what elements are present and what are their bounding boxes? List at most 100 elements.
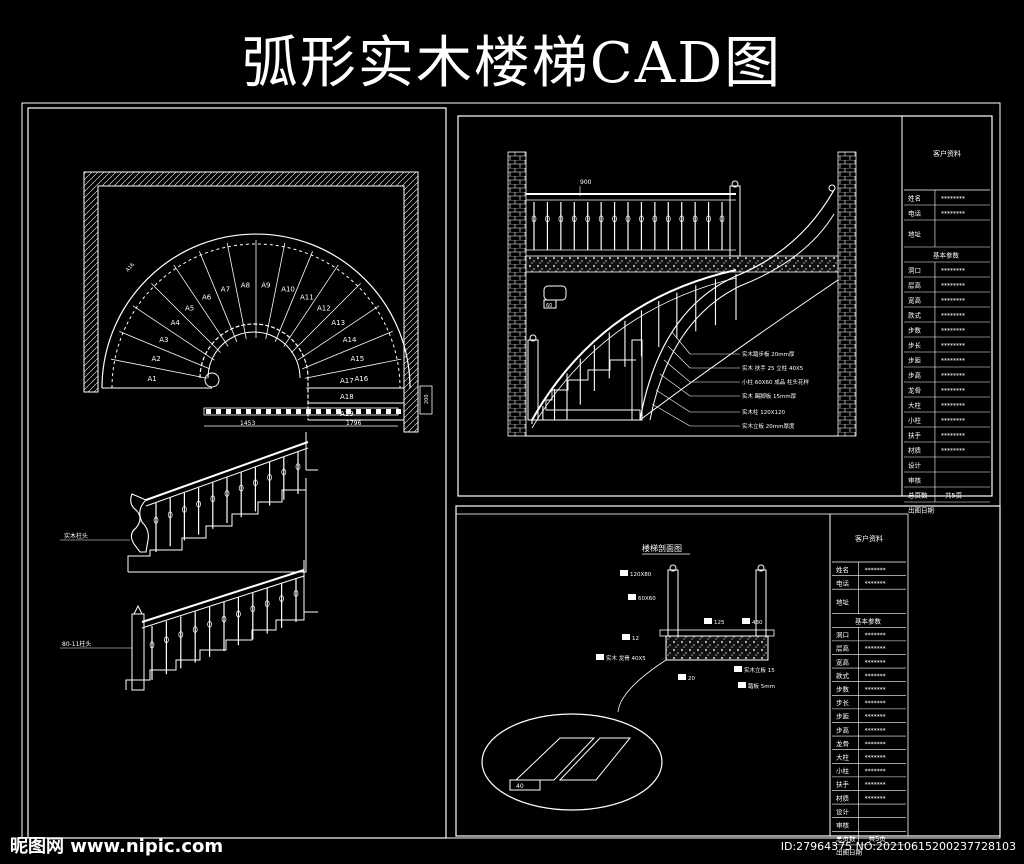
section-label: 120X80 — [630, 572, 652, 578]
param-label: 款式 — [836, 671, 850, 680]
param-label: 小柱 — [908, 416, 922, 425]
param-label: 宽高 — [836, 657, 850, 666]
client-field-label: 电话 — [836, 578, 850, 587]
step-label: A1 — [148, 375, 157, 383]
param-value: ******** — [941, 373, 965, 380]
param-label: 龙骨 — [836, 739, 849, 748]
step-label: A3 — [159, 336, 168, 344]
param-value: ******** — [941, 418, 965, 425]
railing-elevation-upper: 实木柱头 — [60, 432, 318, 573]
param-label: 步高 — [836, 725, 850, 734]
param-value: ******** — [941, 358, 965, 365]
step-label: A12 — [317, 305, 331, 313]
elev-dim-small: 60 — [546, 303, 552, 309]
param-value: ******* — [865, 700, 886, 707]
param-value: ******* — [865, 741, 886, 748]
param-value: ******** — [941, 268, 965, 275]
param-value: ******** — [941, 298, 965, 305]
date-label: 出图日期 — [836, 848, 863, 857]
param-value: ******* — [865, 782, 886, 789]
pages-label: 总页数 — [908, 491, 928, 500]
param-value: ******** — [941, 343, 965, 350]
elevation-note: 小柱 60X60 成品 柱头花样 — [742, 378, 810, 386]
param-value: ******* — [865, 754, 886, 761]
step-label: A7 — [221, 285, 230, 293]
param-label: 洞口 — [908, 266, 921, 275]
pages-value: 共5页 — [869, 834, 887, 843]
table-header: 客户资料 — [855, 534, 883, 543]
param-label: 大柱 — [836, 752, 850, 761]
plan-dim-left: 1453 — [240, 420, 255, 427]
step-label: A17 — [340, 377, 354, 385]
step-label: A4 — [171, 319, 181, 327]
arc-label: A16 — [125, 262, 136, 273]
step-label: A11 — [300, 293, 314, 301]
client-field-label: 地址 — [836, 597, 850, 606]
param-value: ******* — [865, 727, 886, 734]
param-label: 大柱 — [908, 401, 922, 410]
plan-dim-side: 200 — [424, 394, 430, 404]
section-label: 实木立板 15 — [744, 666, 775, 674]
client-field-label: 姓名 — [908, 194, 921, 203]
step-label: A6 — [202, 293, 212, 301]
client-field-label: 地址 — [908, 230, 922, 239]
date-label: 出图日期 — [908, 506, 935, 515]
params-header: 基本参数 — [855, 616, 882, 625]
param-value: ******* — [865, 686, 886, 693]
param-label: 材质 — [836, 793, 850, 802]
sign-field: 审核 — [908, 476, 922, 485]
pages-value: 共5页 — [945, 491, 963, 500]
step-label: A16 — [354, 375, 368, 383]
section-title: 楼梯剖面图 — [642, 543, 682, 553]
param-label: 款式 — [908, 311, 922, 320]
params-header: 基本参数 — [933, 251, 960, 260]
step-label: A13 — [331, 319, 345, 327]
client-field-value: ******* — [865, 567, 886, 574]
param-value: ******** — [941, 403, 965, 410]
param-value: ******* — [865, 768, 886, 775]
sign-field: 设计 — [836, 807, 850, 816]
section-detail-dim: 40 — [516, 783, 524, 790]
section-label: 125 — [714, 620, 725, 626]
param-value: ******** — [941, 283, 965, 290]
newel-label-1: 实木柱头 — [64, 532, 88, 540]
newel-label-2: 80-11柱头 — [62, 640, 91, 648]
section-label: 60X60 — [638, 596, 656, 602]
param-label: 步长 — [908, 341, 922, 350]
section-label: 430 — [752, 620, 763, 626]
watermark-right: ID:27964375 NO:20210615200237728103 — [780, 840, 1016, 853]
param-value: ******* — [865, 646, 886, 653]
sign-field: 审核 — [836, 820, 850, 829]
param-label: 宽高 — [908, 296, 922, 305]
param-label: 层高 — [836, 644, 850, 653]
step-label: A15 — [351, 355, 365, 363]
param-label: 小柱 — [836, 766, 850, 775]
plan-dim-right: 1796 — [346, 420, 361, 427]
step-label: A5 — [185, 305, 194, 313]
elev-dim-top: 900 — [580, 179, 592, 186]
param-value: ******** — [941, 448, 965, 455]
param-label: 扶手 — [908, 431, 922, 440]
client-field-label: 电话 — [908, 209, 922, 218]
param-label: 材质 — [908, 446, 922, 455]
elevation-note: 实木踏步板 20mm厚 — [742, 350, 795, 358]
client-field-value: ******** — [941, 196, 965, 203]
client-field-value: ******* — [865, 580, 886, 587]
param-label: 洞口 — [836, 630, 849, 639]
param-label: 步距 — [836, 713, 850, 721]
elevation-note: 实木 踢脚板 15mm厚 — [742, 392, 797, 400]
param-label: 步长 — [836, 698, 850, 707]
client-field-label: 姓名 — [836, 565, 849, 574]
step-label: A10 — [281, 285, 295, 293]
sign-field: 设计 — [908, 461, 922, 470]
param-label: 步距 — [908, 357, 922, 365]
section-label: 12 — [632, 636, 639, 642]
param-value: ******** — [941, 313, 965, 320]
table-header: 客户资料 — [933, 149, 961, 158]
param-value: ******* — [865, 795, 886, 802]
step-label: A9 — [261, 282, 270, 290]
